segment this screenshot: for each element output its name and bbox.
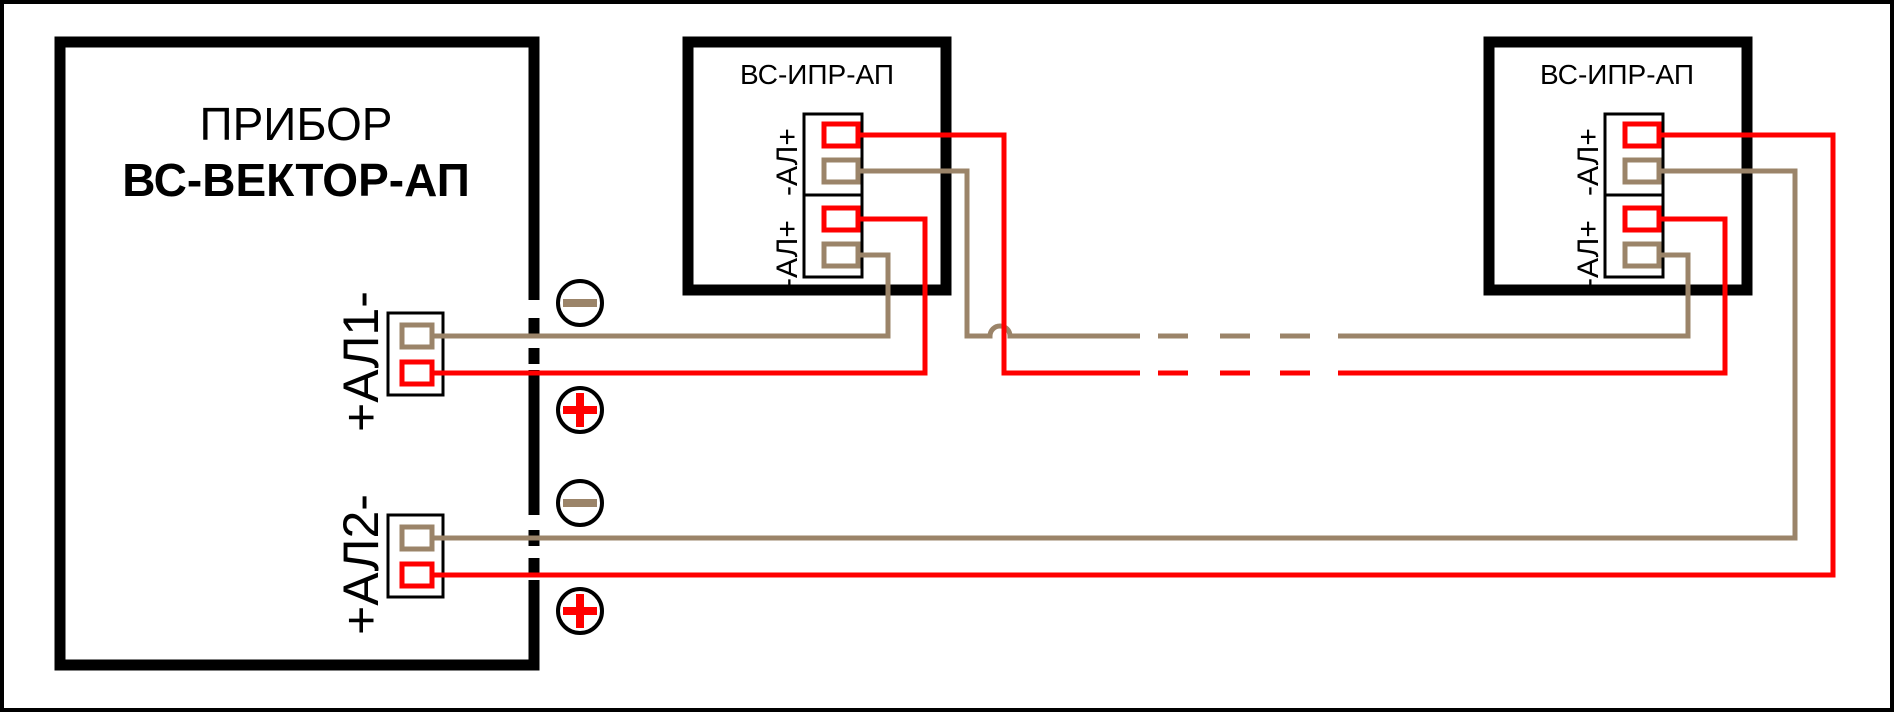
wire-chain-minus [858,168,1140,339]
detector-2-minus-out [1622,241,1662,269]
wire-loop2-plus [432,132,1836,578]
detector-2-minus-in [1622,157,1662,185]
detector-2-plus-in [1622,121,1662,149]
detector-2-title: ВС-ИПР-АП [1540,59,1694,90]
detector-1-plus-in [821,121,861,149]
device-title-line1: ПРИБОР [200,98,393,150]
loop1-label: +АЛ1- [333,291,389,432]
detector-1-plus-out [821,205,861,233]
device-block: ПРИБОР ВС-ВЕКТОР-АП +АЛ1- +АЛ2- [54,36,540,671]
wire-loop1-minus [432,252,891,339]
loop1-plus-terminal [399,359,435,387]
detector-1-minus-out [821,241,861,269]
detector-2: ВС-ИПР-АП -АЛ+ -АЛ+ [1483,36,1753,296]
detector-2-plus-out [1622,205,1662,233]
wire-chain-plus [858,132,1140,376]
detector-2-in-label: -АЛ+ [1572,128,1605,196]
device-outline [54,36,540,671]
wire-loop1-plus [432,216,928,376]
detector-1: ВС-ИПР-АП -АЛ+ -АЛ+ [682,36,952,296]
detector-1-title: ВС-ИПР-АП [740,59,894,90]
minus-icon [556,479,604,527]
loop2-minus-terminal [399,524,435,552]
detector-2-out-label: -АЛ+ [1572,220,1605,288]
wire-loop2-minus [432,168,1798,541]
detector-1-out-label: -АЛ+ [771,220,804,288]
minus-icon [556,279,604,327]
plus-icon [556,587,604,635]
loop2-label: +АЛ2- [333,494,389,635]
detector-1-in-label: -АЛ+ [771,128,804,196]
device-title-line2: ВС-ВЕКТОР-АП [122,154,470,206]
loop2-plus-terminal [399,561,435,589]
plus-icon [556,386,604,434]
loop1-minus-terminal [399,322,435,350]
detector-1-minus-in [821,157,861,185]
